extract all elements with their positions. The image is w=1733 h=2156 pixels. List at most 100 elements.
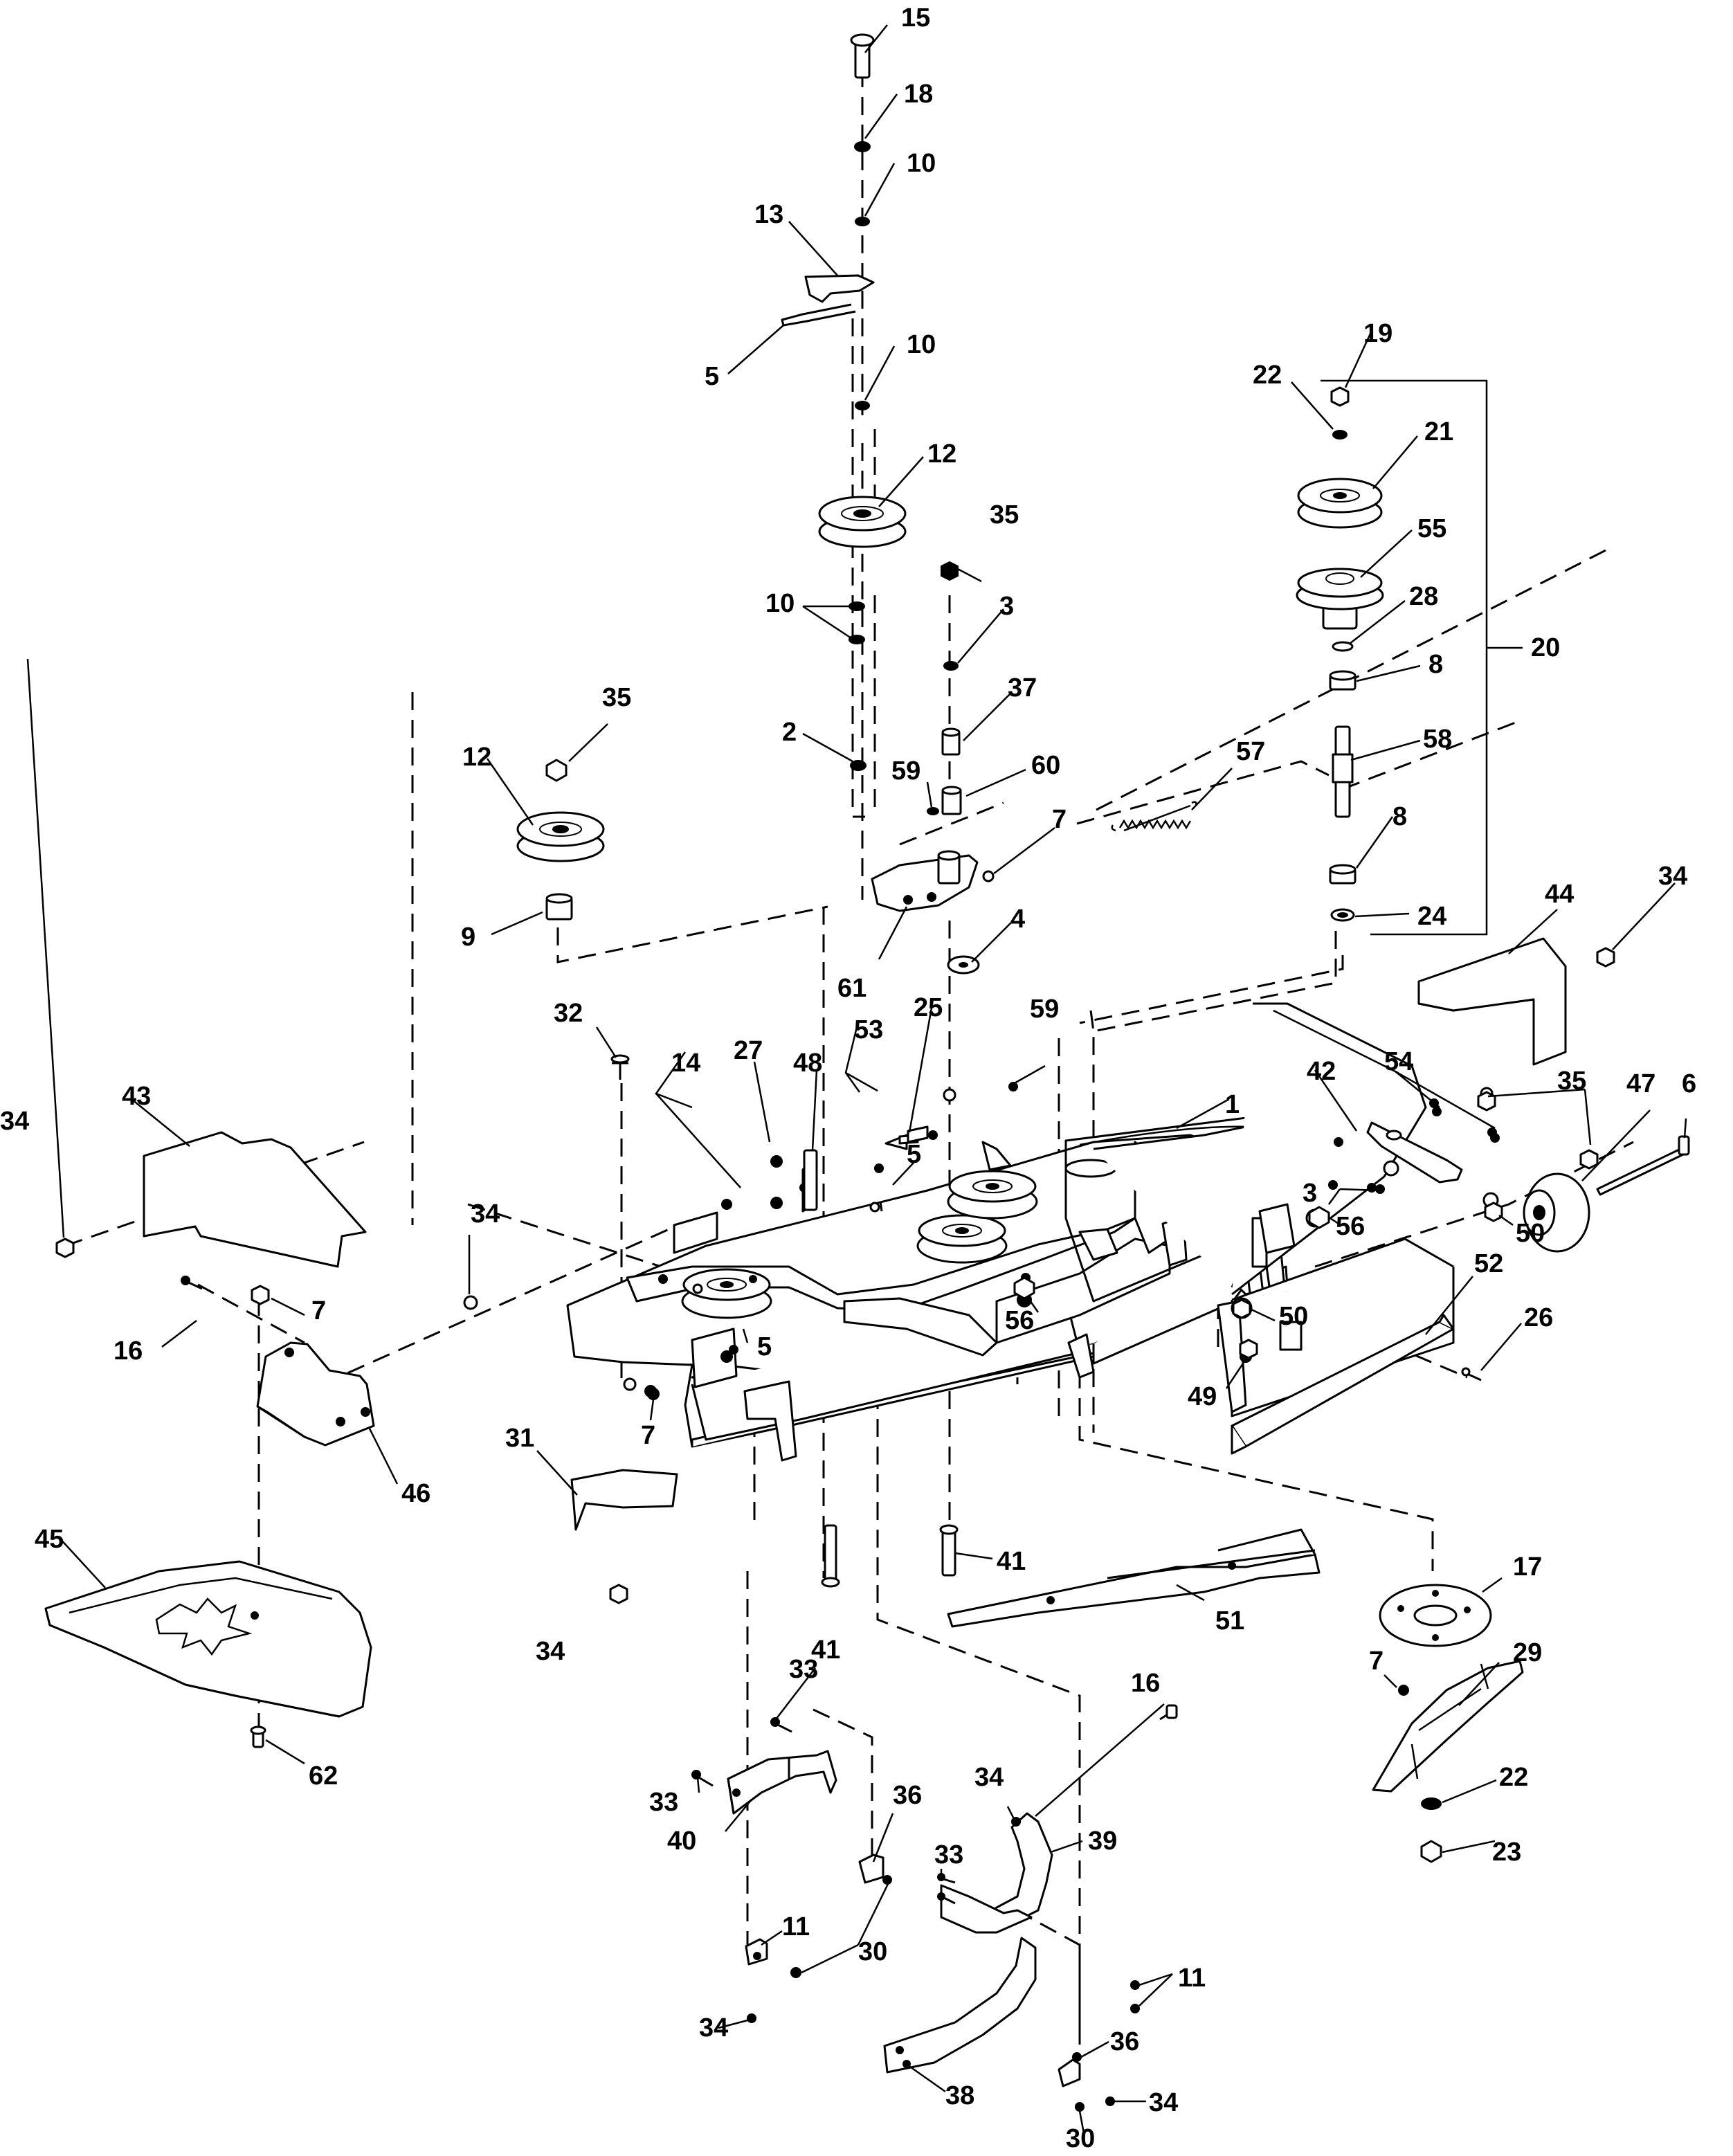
callout-60: 60 <box>1031 751 1060 780</box>
seal-28 <box>1332 641 1354 652</box>
callout-5: 5 <box>907 1140 921 1169</box>
bolt-33-top <box>770 1717 792 1733</box>
callout-12: 12 <box>927 440 956 469</box>
pulley-12-top <box>818 496 907 548</box>
bracket-39 <box>940 1812 1053 1934</box>
callout-16: 16 <box>1131 1669 1160 1698</box>
callout-34: 34 <box>974 1763 1004 1792</box>
callout-17: 17 <box>1513 1552 1542 1582</box>
callout-34: 34 <box>699 2013 728 2042</box>
blade-adapter-17 <box>1379 1584 1492 1647</box>
nut-34-bottomleft <box>747 2013 756 2023</box>
callout-10: 10 <box>765 589 795 618</box>
idler-arm-61 <box>871 850 979 912</box>
callout-19: 19 <box>1363 319 1392 348</box>
washer-10a <box>855 217 870 226</box>
deck-housing-1 <box>566 1002 1455 1462</box>
callout-47: 47 <box>1626 1069 1655 1098</box>
callout-34: 34 <box>1658 862 1687 891</box>
callout-46: 46 <box>401 1479 430 1508</box>
bolt-56-right <box>1308 1206 1330 1229</box>
washer-4 <box>947 955 980 975</box>
callout-5: 5 <box>757 1332 772 1361</box>
spacer-37 <box>941 727 961 756</box>
wheel-47 <box>1523 1172 1590 1253</box>
callout-1: 1 <box>1225 1090 1240 1119</box>
bracket-13 <box>781 274 875 327</box>
nut-7-lower <box>647 1388 660 1400</box>
callout-27: 27 <box>734 1036 763 1065</box>
spring-57 <box>1111 801 1197 832</box>
callout-44: 44 <box>1545 880 1574 909</box>
nut-34-left <box>55 1238 75 1258</box>
callout-38: 38 <box>945 2081 974 2110</box>
callout-50: 50 <box>1516 1219 1545 1248</box>
callout-34: 34 <box>0 1107 29 1136</box>
callout-7: 7 <box>1052 805 1067 834</box>
nut-34-right <box>1596 947 1615 968</box>
nut-7-blade <box>1398 1685 1409 1696</box>
callout-41: 41 <box>997 1547 1026 1576</box>
callout-26: 26 <box>1524 1303 1553 1332</box>
callout-7: 7 <box>1369 1647 1383 1676</box>
callout-45: 45 <box>35 1525 64 1554</box>
callout-labels: 15 18 10 13 5 10 12 35 10 3 37 2 59 60 7… <box>0 3 1696 2153</box>
callout-34: 34 <box>536 1637 565 1666</box>
callout-11: 11 <box>1178 1964 1206 1993</box>
callout-20: 20 <box>1531 633 1560 662</box>
bracket-20 <box>1321 379 1523 936</box>
callout-36: 36 <box>1110 2027 1139 2056</box>
callout-58: 58 <box>1423 725 1452 754</box>
shield-44 <box>1417 937 1567 1066</box>
callout-22: 22 <box>1499 1763 1528 1792</box>
callout-56: 56 <box>1005 1306 1034 1335</box>
callout-11: 11 <box>782 1912 810 1941</box>
nut-49 <box>1239 1339 1258 1359</box>
callout-50: 50 <box>1279 1302 1308 1331</box>
bolt-56-center <box>1013 1276 1035 1300</box>
callout-10: 10 <box>907 330 936 359</box>
bracket-31 <box>570 1469 678 1531</box>
bracket-38 <box>883 1937 1037 2074</box>
callout-8: 8 <box>1428 650 1443 679</box>
washer-22-bottom <box>1421 1797 1442 1810</box>
callout-8: 8 <box>1392 802 1407 831</box>
baffle-51 <box>947 1528 1321 1628</box>
bolt-41-left <box>821 1524 840 1588</box>
nut-30-left <box>790 1967 801 1978</box>
callout-7: 7 <box>311 1296 326 1325</box>
callout-59: 59 <box>891 757 920 786</box>
callout-51: 51 <box>1215 1606 1244 1636</box>
callout-15: 15 <box>901 3 930 33</box>
callout-3: 3 <box>999 592 1014 621</box>
bolt-15 <box>850 33 875 79</box>
washers-10c <box>849 601 865 644</box>
callout-12: 12 <box>462 743 491 772</box>
bolt-26 <box>1461 1367 1482 1382</box>
callout-42: 42 <box>1307 1057 1336 1086</box>
callout-7: 7 <box>641 1421 655 1450</box>
callout-53: 53 <box>854 1015 883 1044</box>
callout-13: 13 <box>754 200 783 229</box>
blade-29 <box>1372 1660 1524 1793</box>
clip-11-left <box>745 1938 768 1966</box>
nut-50-center <box>1232 1298 1251 1319</box>
callout-31: 31 <box>505 1424 534 1453</box>
bearing-8-bottom <box>1329 864 1357 885</box>
bolts-33-lower <box>937 1873 956 1905</box>
callout-14: 14 <box>671 1049 700 1078</box>
pulley-21 <box>1297 478 1383 529</box>
callout-18: 18 <box>904 80 933 109</box>
callout-61: 61 <box>837 974 866 1003</box>
callout-49: 49 <box>1188 1382 1217 1411</box>
callout-54: 54 <box>1384 1047 1413 1076</box>
callout-34: 34 <box>1149 2088 1178 2117</box>
spindle-housing-55 <box>1296 568 1384 630</box>
nut-50-right <box>1484 1202 1503 1222</box>
callout-57: 57 <box>1236 737 1265 766</box>
callout-33: 33 <box>649 1788 678 1817</box>
nut-23 <box>1420 1840 1442 1863</box>
bolt-6 <box>1596 1135 1690 1196</box>
callout-37: 37 <box>1008 673 1037 703</box>
callout-34: 34 <box>471 1199 500 1229</box>
